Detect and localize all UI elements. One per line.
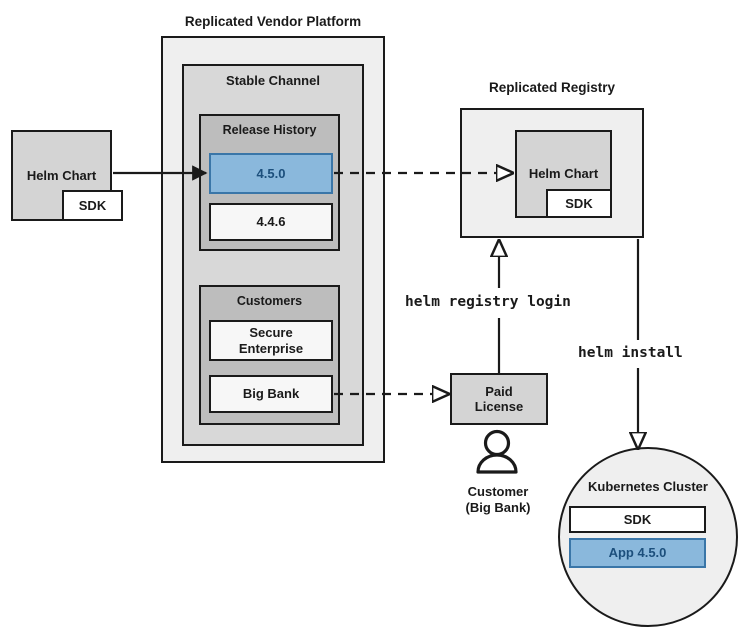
stable-channel-label: Stable Channel bbox=[226, 73, 320, 88]
registry-sdk-label: SDK bbox=[565, 195, 593, 211]
customer-name-line1: Secure bbox=[249, 325, 293, 341]
kubernetes-cluster-title: Kubernetes Cluster bbox=[588, 479, 708, 494]
paid-license-line1: Paid bbox=[485, 383, 513, 399]
kubernetes-cluster-circle bbox=[558, 447, 738, 627]
cluster-component-sdk[interactable]: SDK bbox=[569, 506, 706, 533]
cluster-component-app[interactable]: App 4.5.0 bbox=[569, 538, 706, 568]
cluster-component-label: App 4.5.0 bbox=[608, 545, 667, 561]
registry-sdk-box: SDK bbox=[546, 189, 612, 218]
release-history-label: Release History bbox=[222, 123, 317, 137]
customer-name-label: Big Bank bbox=[242, 386, 300, 402]
release-version-4-5-0[interactable]: 4.5.0 bbox=[209, 153, 333, 194]
customer-actor-label: Customer (Big Bank) bbox=[427, 484, 569, 515]
customer-name-line2: Enterprise bbox=[238, 340, 304, 356]
customers-label: Customers bbox=[236, 294, 303, 308]
paid-license-box[interactable]: Paid License bbox=[450, 373, 548, 425]
customer-big-bank[interactable]: Big Bank bbox=[209, 375, 333, 413]
helm-install-command: helm install bbox=[578, 345, 683, 361]
release-version-4-4-6[interactable]: 4.4.6 bbox=[209, 203, 333, 241]
customer-secure-enterprise[interactable]: Secure Enterprise bbox=[209, 320, 333, 361]
source-sdk-label: SDK bbox=[78, 197, 107, 213]
release-version-label: 4.5.0 bbox=[256, 165, 286, 181]
source-sdk-box: SDK bbox=[62, 190, 123, 221]
registry-helm-chart-label: Helm Chart bbox=[528, 166, 599, 182]
customer-actor-line2: (Big Bank) bbox=[465, 499, 531, 515]
customer-actor-line1: Customer bbox=[467, 484, 529, 499]
registry-title: Replicated Registry bbox=[488, 80, 616, 95]
release-version-label: 4.4.6 bbox=[256, 214, 286, 230]
helm-registry-login-command: helm registry login bbox=[405, 294, 571, 310]
source-helm-chart-label: Helm Chart bbox=[26, 167, 97, 183]
paid-license-line2: License bbox=[474, 399, 524, 414]
platform-title: Replicated Vendor Platform bbox=[184, 14, 362, 29]
person-icon bbox=[476, 429, 518, 474]
source-helm-chart-box: Helm Chart bbox=[11, 130, 112, 221]
cluster-component-label: SDK bbox=[623, 511, 652, 527]
